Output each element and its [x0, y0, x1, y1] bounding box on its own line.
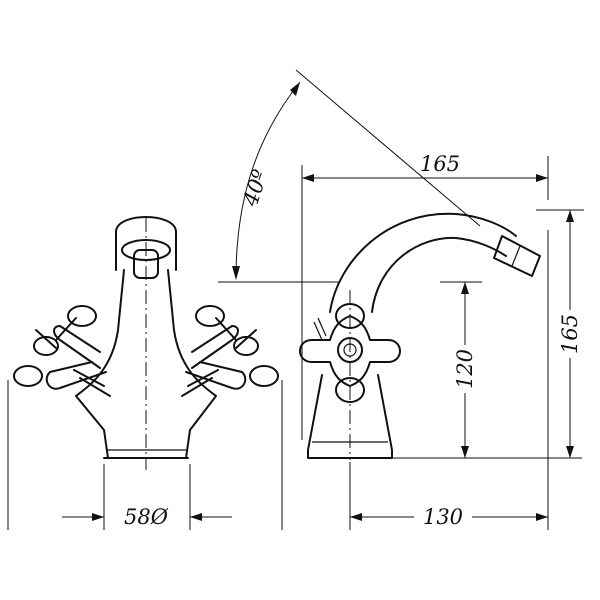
dim-165v-arrow-top	[566, 210, 574, 222]
dim-label-130: 130	[423, 505, 463, 529]
angle-arrow-top	[290, 82, 300, 96]
dim-165v-label-bg	[559, 310, 581, 358]
side-handle-top-knob	[335, 303, 365, 329]
dim-58-arrow-right	[190, 513, 202, 521]
dim-120-arrow-bottom	[461, 446, 469, 458]
side-handle-bottom-knob	[335, 377, 365, 403]
front-outlet-ring	[121, 239, 171, 261]
dim-58-arrow-left	[92, 513, 104, 521]
dim-130-arrow-right	[536, 513, 548, 521]
side-handle-hub-inner	[343, 343, 357, 357]
side-handle-cross	[299, 315, 401, 387]
dim-label-165-horizontal: 165	[420, 152, 460, 176]
front-right-handle	[181, 305, 279, 397]
dim-165h-arrow-left	[302, 174, 314, 182]
side-base	[307, 374, 393, 459]
front-view: 58Ø	[7, 216, 283, 530]
dim-120-label-bg	[454, 345, 476, 393]
front-left-handle	[13, 305, 111, 397]
dim-label-40: 40º	[238, 167, 272, 210]
angle-leader-line	[295, 69, 481, 227]
side-spout-tip-ring	[511, 245, 521, 267]
side-spout-inner	[371, 236, 507, 313]
front-outlet-nozzle	[133, 249, 159, 279]
angle-arrow-bottom	[232, 266, 240, 280]
dim-label-120: 120	[453, 349, 477, 389]
dim-label-165-vertical: 165	[558, 314, 582, 354]
dim-label-58: 58Ø	[124, 505, 169, 529]
side-spout-outer	[329, 212, 517, 313]
front-top-head	[115, 216, 177, 271]
dim-130-arrow-left	[350, 513, 362, 521]
side-view: 40º 165 120 165 130	[218, 69, 584, 530]
side-handle-hub	[337, 337, 363, 363]
dim-120-arrow-top	[461, 282, 469, 294]
dim-165h-arrow-right	[536, 174, 548, 182]
side-spout-tip	[493, 235, 541, 277]
side-small-lever	[313, 317, 327, 341]
angle-arc	[235, 81, 301, 279]
dim-165v-arrow-bottom	[566, 446, 574, 458]
